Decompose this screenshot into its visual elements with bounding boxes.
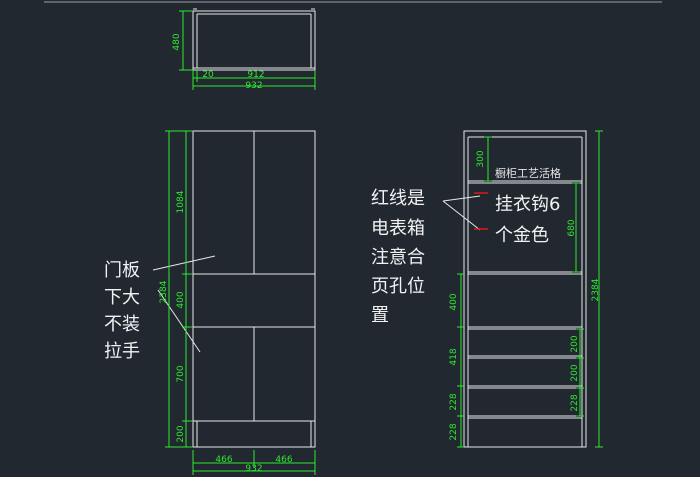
front-top-door-dim: 1084	[176, 190, 186, 213]
side-mid-dim: 228	[449, 393, 459, 410]
red-note-line-3: 注意合	[371, 247, 425, 268]
red-note-line-4: 页孔位	[371, 276, 425, 297]
front-right-width-dim: 466	[275, 455, 292, 465]
side-bottom-dim: 228	[449, 423, 459, 440]
red-note-line-2: 电表箱	[371, 218, 425, 239]
front-left-width-dim: 466	[215, 455, 232, 465]
side-top-dim: 300	[476, 150, 486, 167]
door-note-line-3: 不装	[104, 314, 140, 335]
door-note-line-2: 下大	[104, 287, 140, 308]
top-depth-dim: 480	[172, 33, 182, 50]
electric-box-note: 红线是 电表箱 注意合 页孔位 置	[371, 188, 425, 326]
side-view: 300 680 400 418 228 228 200 200 228 2384…	[442, 130, 603, 448]
top-inner-width-dim: 912	[247, 70, 264, 80]
red-note-line-5: 置	[371, 305, 389, 326]
side-right-a-dim: 200	[570, 335, 580, 352]
side-right-c-dim: 228	[570, 394, 580, 411]
red-marker-lines	[474, 192, 488, 230]
front-total-height-dim: 2384	[159, 280, 169, 303]
cabinet-label: 橱柜工艺活格	[495, 166, 561, 180]
front-middle-dim: 400	[176, 291, 186, 308]
red-note-line-1: 红线是	[371, 188, 425, 209]
front-view: 2384 1084 400 700 200 466 466 932 门板 下大 …	[104, 130, 316, 475]
side-shelf-dim: 418	[449, 348, 459, 365]
top-total-width-dim: 932	[245, 81, 262, 91]
door-note-line-4: 拉手	[104, 341, 140, 362]
top-view: 480 20 912 932	[172, 8, 316, 91]
front-base-dim: 200	[176, 425, 186, 442]
front-total-width-dim: 932	[245, 464, 262, 474]
side-hanging-dim: 680	[567, 219, 577, 236]
hook-note-line-2: 个金色	[495, 225, 549, 246]
top-side-dim: 20	[202, 70, 214, 80]
side-total-height-dim: 2384	[591, 278, 601, 301]
door-note-line-1: 门板	[104, 260, 140, 281]
front-bottom-door-dim: 700	[176, 365, 186, 382]
side-drawer-dim: 400	[449, 293, 459, 310]
hook-note-line-1: 挂衣钩6	[495, 194, 560, 215]
side-right-b-dim: 200	[570, 364, 580, 381]
